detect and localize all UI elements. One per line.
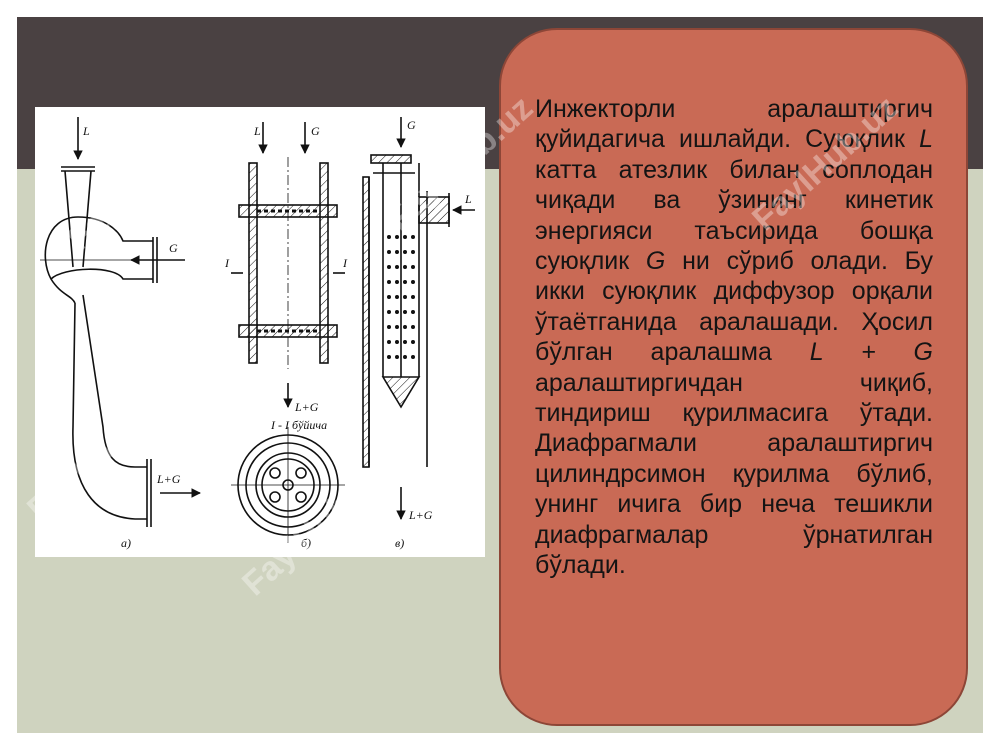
injector-mixer-diagram	[40, 117, 201, 527]
label-LG-a: L+G	[156, 472, 181, 486]
perforation-holes	[387, 235, 415, 359]
label-L-a: L	[82, 124, 90, 138]
description-box: Инжекторли аралаштиргич қуйидагича ишлай…	[499, 28, 968, 726]
variable-LG: L + G	[809, 338, 933, 367]
label-G-a: G	[169, 241, 178, 255]
label-LG-c: L+G	[408, 508, 433, 522]
label-I-left: I	[224, 256, 230, 270]
text-segment-1: Инжекторли аралаштиргич қуйидагича ишлай…	[535, 95, 933, 154]
caption-a: а)	[121, 536, 131, 550]
variable-L: L	[919, 125, 933, 154]
label-L-b: L	[253, 124, 261, 138]
text-segment-2: катта атезлик билан соплодан чиқади ва ў…	[535, 155, 933, 276]
label-L-c: L	[464, 192, 472, 206]
label-LG-b: L+G	[294, 400, 319, 414]
variable-G: G	[645, 247, 666, 276]
label-G-c: G	[407, 118, 416, 132]
label-G-b: G	[311, 124, 320, 138]
text-segment-3: ни сўриб олади. Бу икки суюқлик диффузор…	[535, 247, 933, 367]
diaphragm-mixer-diagram	[231, 122, 345, 543]
section-label: I - I бўйича	[270, 418, 327, 432]
label-I-right: I	[342, 256, 348, 270]
mixer-diagrams-drawing: L G L+G а)	[40, 117, 475, 550]
caption-b: б)	[301, 536, 311, 550]
description-text: Инжекторли аралаштиргич қуйидагича ишлай…	[535, 94, 933, 581]
perforated-tube-mixer-diagram	[362, 117, 475, 520]
caption-c: в)	[395, 536, 404, 550]
mixer-diagrams-figure: L G L+G а)	[35, 107, 485, 557]
text-segment-4: аралаштиргичдан чиқиб, тиндириш қурилмас…	[535, 368, 933, 580]
